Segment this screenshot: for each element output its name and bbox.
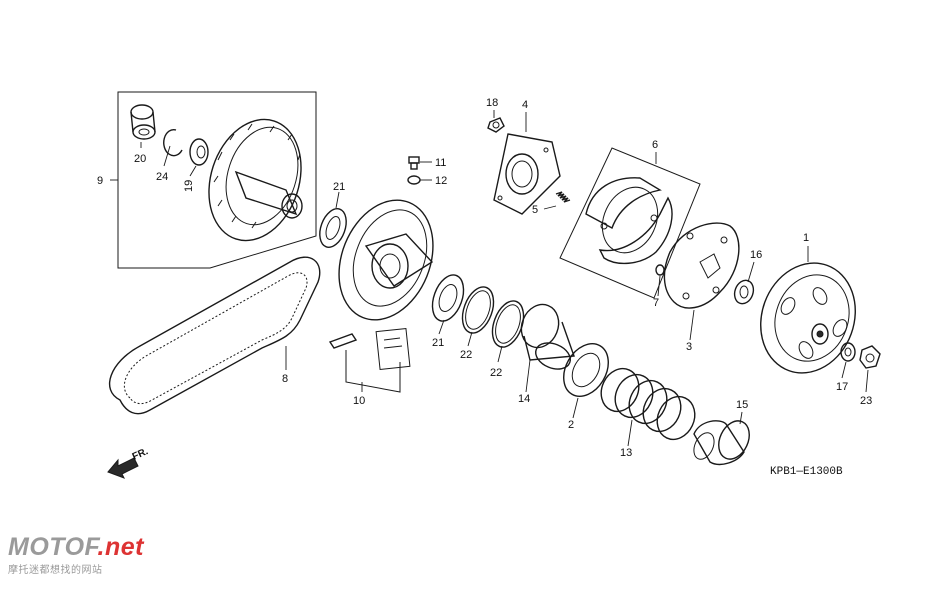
movable-drive-face (208, 118, 303, 242)
spring-13 (600, 367, 696, 441)
label-13: 13 (620, 447, 632, 459)
washer-21-upper (319, 208, 347, 248)
label-18: 18 (486, 97, 498, 109)
clutch-shoe-assembly-6 (559, 147, 701, 299)
label-10: 10 (353, 395, 365, 407)
label-6: 6 (652, 139, 658, 151)
label-3: 3 (686, 341, 692, 353)
watermark-logo: MOTOF.net 摩托迷都想找的网站 (8, 534, 144, 576)
needle-bearing-20 (130, 104, 156, 140)
direction-label: FR. (131, 446, 150, 463)
nut-23 (859, 345, 881, 369)
label-7: 7 (653, 297, 659, 309)
label-9: 9 (97, 175, 103, 187)
plate-4 (493, 133, 561, 215)
circlip-24 (163, 128, 183, 157)
leader-lines (110, 110, 869, 447)
seat-2 (563, 343, 609, 397)
nut-18 (487, 117, 505, 133)
drive-plate-3 (663, 222, 740, 309)
label-22a: 22 (460, 349, 472, 361)
label-14: 14 (518, 393, 530, 405)
label-1: 1 (803, 232, 809, 244)
label-8: 8 (282, 373, 288, 385)
bearing-19 (189, 138, 209, 166)
washer-17 (840, 342, 856, 362)
drive-belt-8 (109, 256, 321, 415)
o-ring-22-a (461, 286, 495, 334)
brand-tagline: 摩托迷都想找的网站 (8, 565, 103, 576)
label-5: 5 (532, 204, 538, 216)
label-11: 11 (435, 157, 446, 169)
brand-wordmark: MOTOF.net (8, 534, 144, 560)
washer-16 (733, 279, 755, 305)
label-20: 20 (134, 153, 146, 165)
label-12: 12 (435, 175, 447, 187)
label-21b: 21 (432, 337, 444, 349)
clutch-outer-1 (760, 262, 856, 374)
label-19: 19 (183, 180, 195, 192)
bolt-11 (408, 156, 420, 170)
label-23: 23 (860, 395, 872, 407)
drive-face-assembly (117, 91, 317, 269)
label-4: 4 (522, 99, 528, 111)
brand-main: MOTO (8, 533, 85, 561)
driven-face-10 (328, 199, 434, 393)
washer-12 (407, 175, 421, 185)
label-21a: 21 (333, 181, 345, 193)
washer-21-lower (431, 274, 465, 322)
collar-15 (693, 420, 750, 466)
label-2: 2 (568, 419, 574, 431)
washer-7 (655, 264, 665, 276)
spring-5 (555, 191, 571, 203)
label-17: 17 (836, 381, 848, 393)
label-24: 24 (156, 171, 168, 183)
front-direction-arrow: FR. (107, 446, 150, 479)
brand-suffix: .net (97, 533, 144, 561)
drawing-code: KPB1—E1300B (770, 466, 843, 478)
brand-accent: F (84, 533, 98, 561)
label-15: 15 (736, 399, 748, 411)
label-22b: 22 (490, 367, 502, 379)
label-16: 16 (750, 249, 762, 261)
collar-14 (520, 303, 575, 370)
callouts: 1 2 3 4 5 6 7 8 9 10 11 12 13 14 15 16 1… (97, 97, 872, 459)
